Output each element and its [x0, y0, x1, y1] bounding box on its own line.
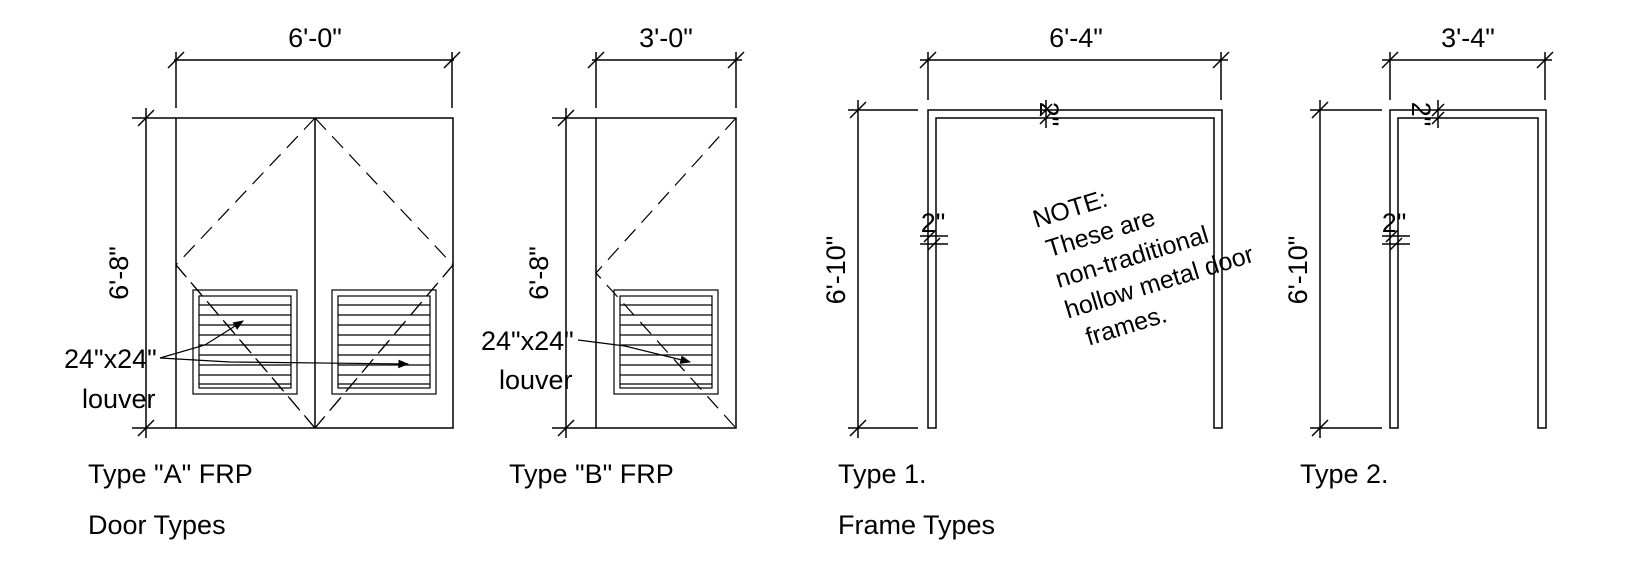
type-a-louver-label-line2: louver — [82, 384, 156, 414]
type-b-swing-indicator — [595, 117, 737, 429]
type-b-label: Type "B" FRP — [509, 459, 674, 489]
type-a-louver-label-line1: 24"x24" — [64, 344, 157, 374]
type-2-label: Type 2. — [1300, 459, 1389, 489]
type-2-height-dimension: 6'-10" — [1283, 100, 1382, 438]
type-2-width-dimension: 3'-4" — [1381, 23, 1554, 100]
type-2-jamb-width-label: 2" — [1382, 208, 1407, 238]
type-a-label: Type "A" FRP — [88, 459, 253, 489]
type-1-frame-profile — [927, 109, 1223, 429]
type-b-height-label: 6'-8" — [524, 246, 554, 300]
type-b-door: 3'-0" 6'-8" 24"x24" louver Typ — [481, 23, 745, 489]
type-1-label: Type 1. — [838, 459, 927, 489]
type-b-width-label: 3'-0" — [639, 23, 693, 53]
type-a-door: 6'-0" 6'-8" — [64, 23, 461, 489]
type-b-width-dimension: 3'-0" — [587, 23, 745, 108]
type-a-height-dimension: 6'-8" — [104, 108, 176, 438]
type-1-width-dimension: 6'-4" — [919, 23, 1230, 100]
type-b-height-dimension: 6'-8" — [524, 108, 596, 438]
type-1-height-label: 6'-10" — [821, 236, 851, 305]
type-2-jamb-dimension: 2" — [1382, 208, 1410, 251]
type-2-width-label: 3'-4" — [1441, 23, 1495, 53]
type-1-head-dimension: 2" — [1034, 100, 1064, 128]
type-b-louver — [613, 289, 719, 395]
type-a-louver-leader-right — [159, 357, 410, 369]
type-2-head-dimension: 2" — [1406, 100, 1445, 128]
door-types-title: Door Types — [88, 510, 226, 540]
type-a-right-louver — [331, 289, 437, 395]
type-1-width-label: 6'-4" — [1049, 23, 1103, 53]
type-2-head-depth-label: 2" — [1406, 102, 1436, 127]
type-a-left-louver — [192, 289, 298, 395]
type-2-frame: 3'-4" 6'-10" 2" 2" Type 2. — [1283, 23, 1554, 489]
type-a-width-dimension: 6'-0" — [167, 23, 461, 108]
type-a-left-swing-indicator — [175, 117, 316, 429]
type-a-height-label: 6'-8" — [104, 246, 134, 300]
type-a-width-label: 6'-0" — [288, 23, 342, 53]
frame-types-title: Frame Types — [838, 510, 995, 540]
type-1-jamb-dimension: 2" — [920, 208, 948, 251]
type-2-frame-profile — [1389, 109, 1547, 429]
type-b-louver-label-line1: 24"x24" — [481, 326, 574, 356]
type-1-height-dimension: 6'-10" — [821, 100, 918, 438]
type-b-door-outline — [595, 117, 737, 429]
type-b-louver-leader — [577, 339, 692, 364]
type-a-right-swing-indicator — [314, 117, 454, 429]
type-2-height-label: 6'-10" — [1283, 236, 1313, 305]
type-a-louver-leader-left — [159, 320, 244, 359]
type-1-head-depth-label: 2" — [1034, 102, 1064, 127]
frame-note: NOTE: These are non-traditional hollow m… — [1030, 185, 1257, 352]
type-b-louver-label-line2: louver — [499, 365, 573, 395]
type-1-jamb-width-label: 2" — [921, 208, 946, 238]
type-1-frame: 6'-4" 6'-10" 2" 2" Type 1. — [821, 23, 1230, 489]
